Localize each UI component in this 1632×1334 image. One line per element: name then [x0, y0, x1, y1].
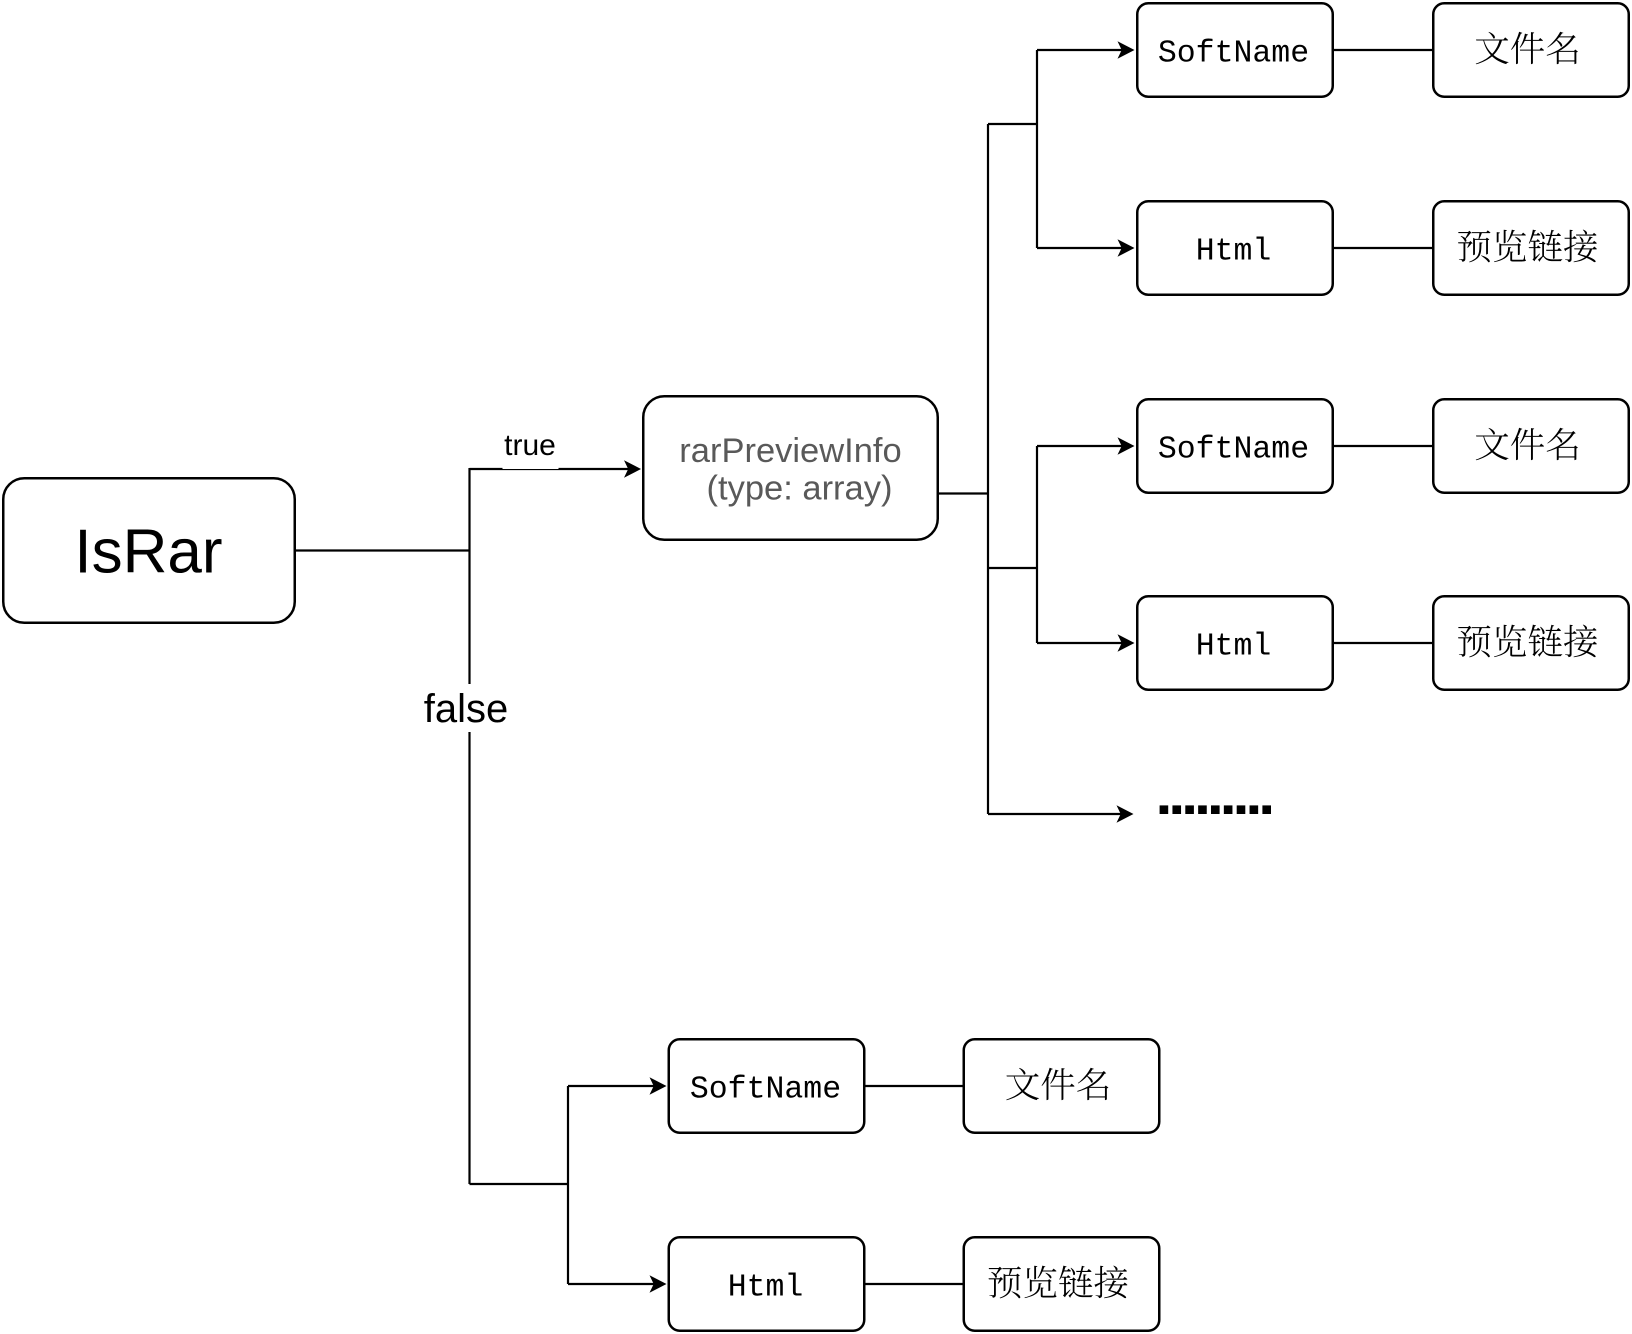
- svg-text:Html: Html: [728, 1271, 804, 1306]
- svg-text:IsRar: IsRar: [74, 518, 222, 587]
- svg-text:Html: Html: [1196, 235, 1272, 270]
- svg-text:SoftName: SoftName: [690, 1073, 841, 1108]
- svg-text:Html: Html: [1196, 630, 1272, 665]
- svg-text:true: true: [504, 429, 556, 462]
- svg-text:(type: array): (type: array): [707, 470, 893, 508]
- svg-text:SoftName: SoftName: [1158, 37, 1309, 72]
- svg-text:false: false: [424, 687, 509, 731]
- svg-text:rarPreviewInfo: rarPreviewInfo: [679, 432, 901, 470]
- svg-text:SoftName: SoftName: [1158, 433, 1309, 468]
